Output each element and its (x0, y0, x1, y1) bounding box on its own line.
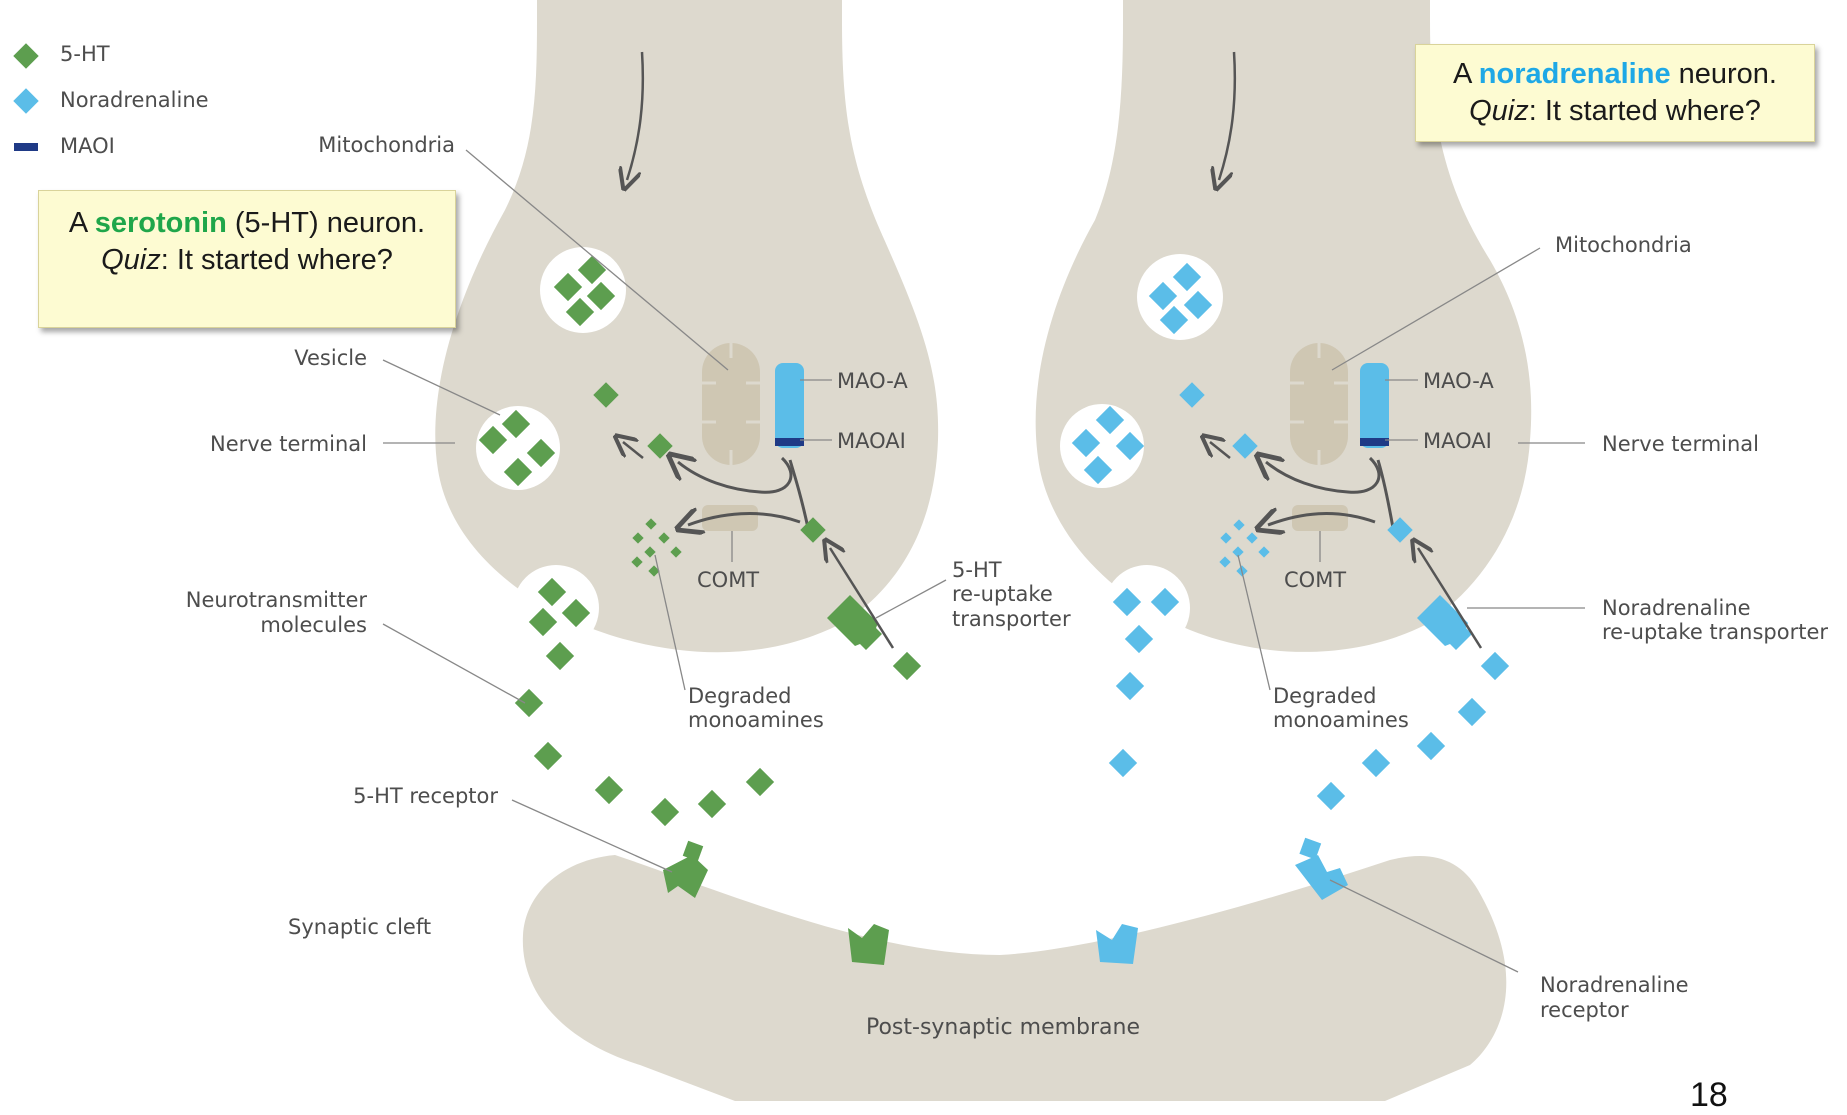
label-maoai-right: MAOAI (1423, 429, 1492, 453)
label-nerve-terminal-left: Nerve terminal (210, 432, 367, 456)
label-mao-a-right: MAO-A (1423, 369, 1494, 393)
label-comt-left: COMT (697, 568, 759, 592)
label-synaptic-cleft: Synaptic cleft (288, 915, 431, 939)
page-number: 18 (1690, 1076, 1728, 1115)
noradrenaline-highlight: noradrenaline (1479, 58, 1671, 90)
label-5ht-transporter-3: transporter (952, 607, 1071, 631)
label-maoai-left: MAOAI (837, 429, 906, 453)
label-degraded-right-2: monoamines (1273, 708, 1409, 732)
label-5ht-receptor: 5-HT receptor (353, 784, 498, 808)
label-5ht-transporter-1: 5-HT (952, 558, 1002, 582)
label-mitochondria-right: Mitochondria (1555, 233, 1692, 257)
label-5ht-transporter-2: re-uptake (952, 582, 1053, 606)
serotonin-callout: A serotonin (5-HT) neuron. Quiz: It star… (38, 190, 456, 328)
label-vesicle: Vesicle (294, 346, 367, 370)
label-mitochondria-left: Mitochondria (318, 133, 455, 157)
label-na-transporter-2: re-uptake transporter (1602, 620, 1828, 644)
serotonin-highlight: serotonin (95, 207, 227, 239)
label-degraded-left-1: Degraded (688, 684, 792, 708)
na-receptor-1 (1096, 924, 1138, 964)
legend-noradrenaline: Noradrenaline (60, 88, 209, 112)
label-na-receptor-2: receptor (1540, 998, 1629, 1022)
label-neurotransmitter-2: molecules (260, 613, 367, 637)
label-degraded-right-1: Degraded (1273, 684, 1377, 708)
postsynaptic-membrane (523, 855, 1506, 1101)
legend-maoi: MAOI (60, 134, 115, 158)
label-mao-a-left: MAO-A (837, 369, 908, 393)
label-degraded-left-2: monoamines (688, 708, 824, 732)
legend-5ht: 5-HT (60, 42, 110, 66)
label-comt-right: COMT (1284, 568, 1346, 592)
label-neurotransmitter-1: Neurotransmitter (186, 588, 368, 612)
legend: 5-HT Noradrenaline MAOI (13, 42, 208, 158)
label-na-transporter-1: Noradrenaline (1602, 596, 1751, 620)
label-na-receptor-1: Noradrenaline (1540, 973, 1689, 997)
ht-receptor-2 (848, 924, 889, 965)
label-nerve-terminal-right: Nerve terminal (1602, 432, 1759, 456)
nerve-terminal-left (435, 0, 938, 652)
noradrenaline-callout: A noradrenaline neuron. Quiz: It started… (1415, 44, 1815, 142)
label-postsynaptic-membrane: Post-synaptic membrane (866, 1015, 1140, 1040)
